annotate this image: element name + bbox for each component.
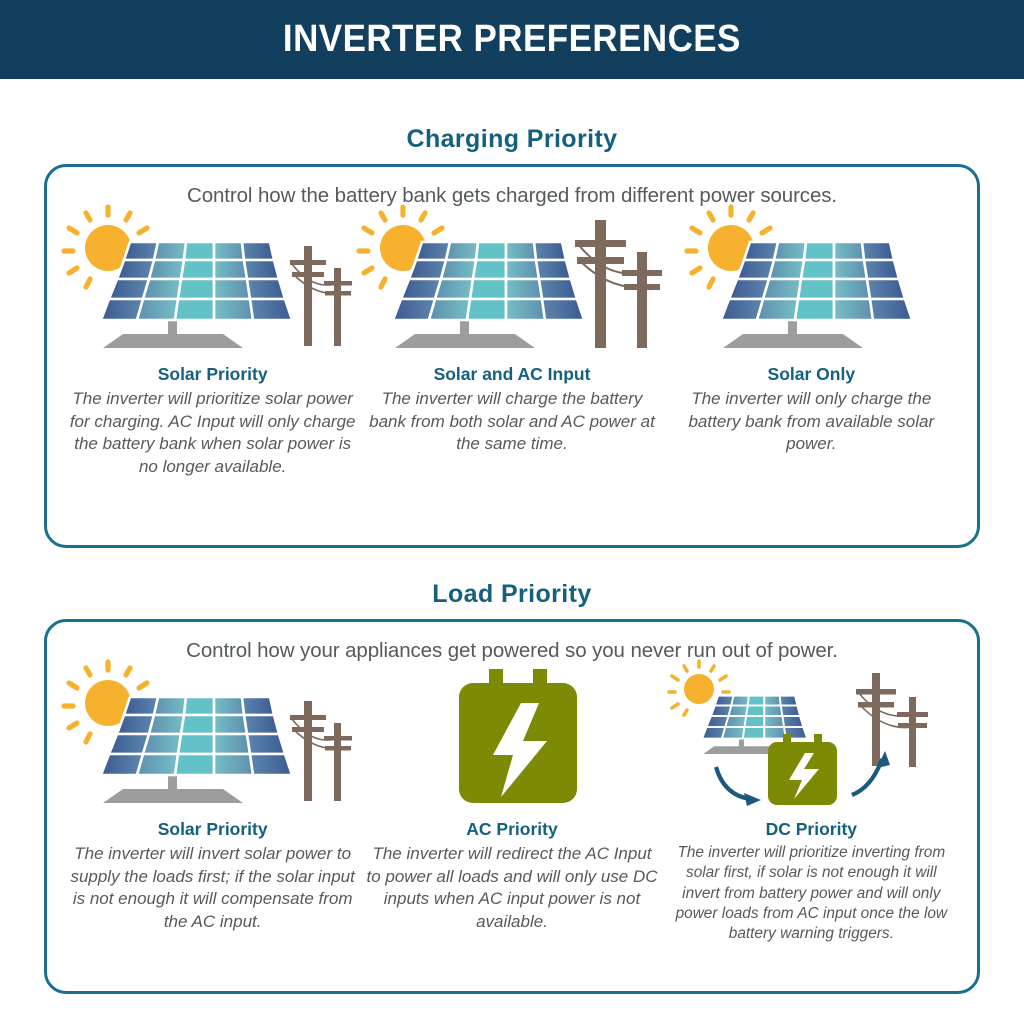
solar-and-pole-artwork bbox=[61, 204, 352, 348]
option-description: The inverter will invert solar power to … bbox=[70, 844, 355, 931]
utility-pole-icon bbox=[289, 701, 352, 801]
utility-pole-icon bbox=[289, 246, 352, 346]
dc-priority-artwork bbox=[667, 659, 929, 806]
option-artwork bbox=[367, 663, 657, 813]
option-solar-and-ac-input[interactable]: Solar and AC Input The inverter will cha… bbox=[356, 204, 662, 478]
option-label: Solar Priority bbox=[157, 819, 268, 839]
solar-and-pole-artwork bbox=[61, 659, 352, 803]
option-ac-priority[interactable]: AC Priority The inverter will redirect t… bbox=[362, 663, 661, 945]
option-solar-only[interactable]: Solar Only The inverter will only charge… bbox=[662, 204, 961, 478]
solar-only-artwork bbox=[684, 204, 915, 348]
solar-panel-icon bbox=[719, 240, 915, 348]
option-artwork bbox=[61, 659, 358, 813]
option-dc-priority[interactable]: DC Priority The inverter will prioritize… bbox=[662, 659, 961, 945]
option-description: The inverter will only charge the batter… bbox=[688, 389, 935, 454]
utility-pole-icon bbox=[856, 673, 929, 767]
option-artwork bbox=[666, 659, 956, 813]
battery-icon bbox=[458, 669, 577, 803]
option-description: The inverter will prioritize solar power… bbox=[69, 389, 356, 476]
charging-priority-card: Control how the battery bank gets charge… bbox=[44, 164, 980, 548]
option-artwork bbox=[666, 204, 956, 358]
option-artwork bbox=[61, 204, 358, 358]
battery-icon bbox=[768, 734, 838, 805]
option-solar-priority-load[interactable]: Solar Priority The inverter will invert … bbox=[61, 659, 362, 945]
option-label: AC Priority bbox=[466, 819, 558, 839]
load-priority-card: Control how your appliances get powered … bbox=[44, 619, 980, 994]
option-solar-priority-charging[interactable]: Solar Priority The inverter will priorit… bbox=[61, 204, 362, 478]
option-description: The inverter will prioritize inverting f… bbox=[675, 844, 948, 943]
utility-pole-icon bbox=[574, 220, 662, 348]
solar-panel-icon bbox=[98, 695, 294, 803]
option-label: Solar Priority bbox=[157, 364, 268, 384]
section-heading-load: Load Priority bbox=[432, 580, 592, 608]
section-heading-charging: Charging Priority bbox=[406, 125, 618, 153]
battery-artwork bbox=[458, 669, 577, 803]
option-label: Solar and AC Input bbox=[433, 364, 591, 384]
option-label: DC Priority bbox=[765, 819, 858, 839]
load-intro-text: Control how your appliances get powered … bbox=[186, 639, 838, 662]
charging-options-row: Solar Priority The inverter will priorit… bbox=[47, 204, 977, 478]
option-label: Solar Only bbox=[767, 364, 856, 384]
sun-icon bbox=[356, 204, 450, 290]
page-title: INVERTER PREFERENCES bbox=[283, 18, 741, 60]
solar-and-large-pole-artwork bbox=[356, 204, 662, 348]
page-header: INVERTER PREFERENCES bbox=[0, 0, 1024, 79]
option-description: The inverter will charge the battery ban… bbox=[369, 389, 655, 454]
solar-panel-icon bbox=[391, 240, 586, 348]
arrow-icon bbox=[744, 751, 891, 806]
charging-intro-text: Control how the battery bank gets charge… bbox=[186, 184, 837, 207]
load-options-row: Solar Priority The inverter will invert … bbox=[47, 659, 977, 945]
solar-panel-icon bbox=[98, 240, 294, 348]
option-description: The inverter will redirect the AC Input … bbox=[366, 844, 658, 931]
option-artwork bbox=[356, 204, 662, 358]
sun-icon bbox=[667, 659, 732, 717]
